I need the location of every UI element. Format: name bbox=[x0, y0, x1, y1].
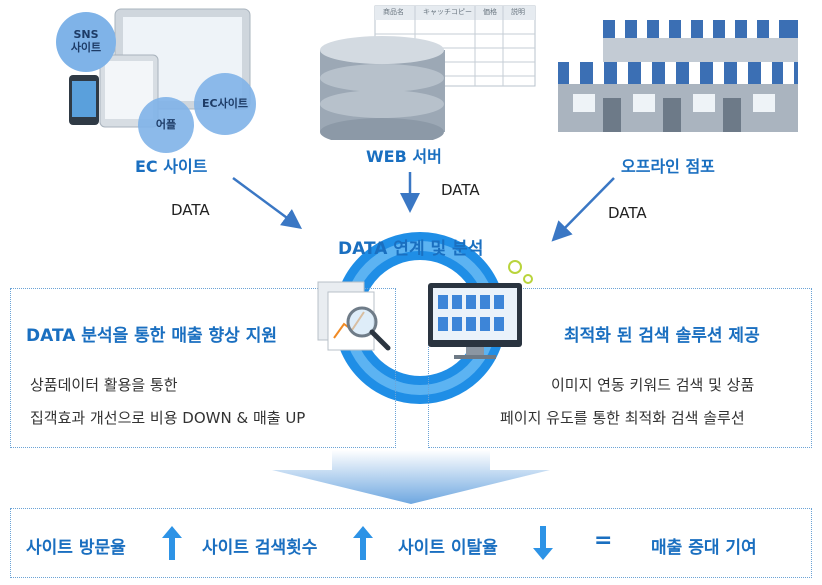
right-panel bbox=[428, 288, 812, 448]
offline-store-illustration bbox=[553, 12, 803, 137]
web-server-illustration bbox=[315, 4, 540, 146]
left-panel bbox=[10, 288, 396, 448]
left-panel-line-1: 상품데이터 활용을 통한 bbox=[30, 376, 178, 394]
bubble-ec-site: EC사이트 bbox=[194, 73, 256, 135]
bubble-app: 어플 bbox=[138, 97, 194, 153]
arrow-up-icon bbox=[353, 526, 373, 560]
outcome-search-count: 사이트 검색횟수 bbox=[202, 538, 318, 558]
equals-sign: = bbox=[594, 528, 613, 553]
spreadsheet-headers: 商品名 キャッチコピー 価格 説明 bbox=[377, 7, 537, 19]
data-label-left: DATA bbox=[171, 201, 210, 219]
arrow-from-offline bbox=[551, 177, 615, 242]
left-panel-title: DATA 분석을 통한 매출 향상 지원 bbox=[26, 326, 278, 346]
web-server-label: WEB 서버 bbox=[366, 147, 442, 166]
bubble-sns: SNS 사이트 bbox=[56, 12, 116, 72]
arrow-up-icon bbox=[162, 526, 182, 560]
right-panel-title: 최적화 된 검색 솔루션 제공 bbox=[564, 326, 760, 346]
offline-store-label: 오프라인 점포 bbox=[621, 157, 715, 176]
ec-site-label: EC 사이트 bbox=[135, 157, 208, 176]
flow-arrows bbox=[232, 172, 615, 242]
right-panel-line-2: 페이지 유도를 통한 최적화 검색 솔루션 bbox=[500, 409, 745, 427]
center-title: DATA 연계 및 분석 bbox=[338, 239, 484, 259]
data-label-right: DATA bbox=[608, 204, 647, 222]
header-product-name: 商品名 bbox=[383, 8, 404, 16]
arrow-down-icon bbox=[533, 526, 553, 560]
header-price: 価格 bbox=[483, 8, 497, 16]
monitor-clothes-icon bbox=[428, 283, 522, 359]
outcome-result: 매출 증대 기여 bbox=[651, 538, 757, 558]
down-flow-arrow bbox=[272, 450, 550, 504]
outcome-bar bbox=[10, 508, 812, 578]
header-catch-copy: キャッチコピー bbox=[423, 8, 472, 16]
arrow-from-ec bbox=[232, 176, 303, 229]
header-description: 説明 bbox=[511, 8, 525, 16]
devices-icon bbox=[69, 8, 251, 128]
store-icon bbox=[558, 20, 798, 132]
gear-icon bbox=[508, 260, 533, 284]
data-label-center: DATA bbox=[441, 181, 480, 199]
ec-site-illustration bbox=[55, 5, 255, 145]
outcome-bounce-rate: 사이트 이탈율 bbox=[398, 538, 498, 558]
outcome-visit-rate: 사이트 방문율 bbox=[26, 538, 126, 558]
report-magnifier-icon bbox=[317, 281, 391, 351]
database-icon bbox=[320, 5, 536, 146]
right-panel-line-1: 이미지 연동 키워드 검색 및 상품 bbox=[551, 376, 755, 394]
left-panel-line-2: 집객효과 개선으로 비용 DOWN & 매출 UP bbox=[30, 409, 306, 427]
